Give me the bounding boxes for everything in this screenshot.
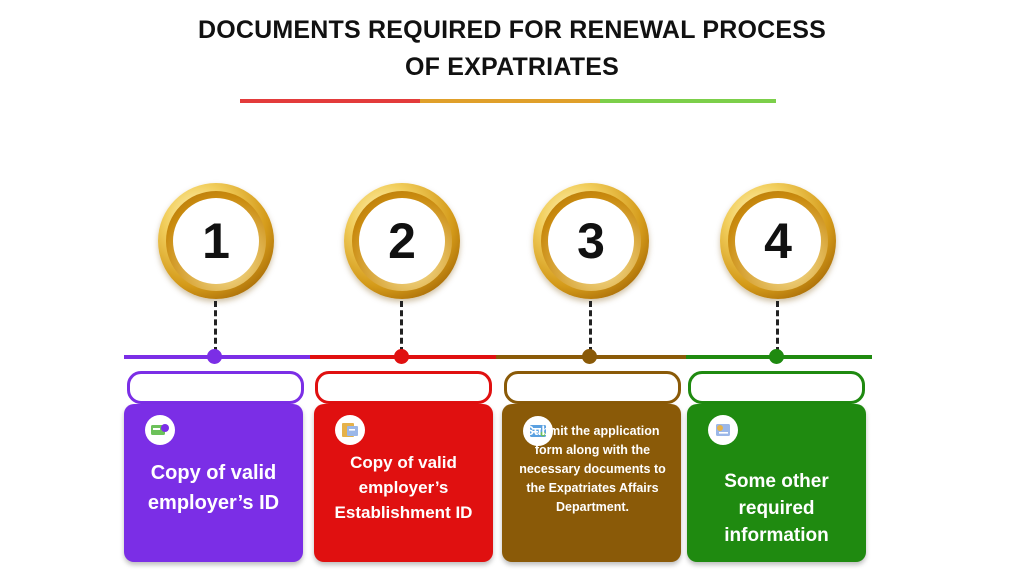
id-card-icon xyxy=(145,415,175,445)
step-1-label-pill xyxy=(127,371,304,404)
step-2-medal: 2 xyxy=(344,183,460,299)
step-4-card: Some other required information xyxy=(687,404,866,562)
step-3-text: Submit the application form along with t… xyxy=(519,424,666,514)
document-icon xyxy=(335,415,365,445)
timeline-dot-4 xyxy=(769,349,784,364)
step-4-connector xyxy=(776,301,779,353)
step-4-text: Some other required information xyxy=(724,471,829,546)
step-3-number: 3 xyxy=(548,198,634,284)
step-3-connector xyxy=(589,301,592,353)
step-2-number: 2 xyxy=(359,198,445,284)
title-line-2: OF EXPATRIATES xyxy=(405,53,619,81)
title-line-1: DOCUMENTS REQUIRED FOR RENEWAL PROCESS xyxy=(197,16,827,44)
step-1-text: Copy of valid employer’s ID xyxy=(147,462,280,514)
step-3-label-pill xyxy=(504,371,681,404)
step-3-medal: 3 xyxy=(533,183,649,299)
timeline-dot-1 xyxy=(207,349,222,364)
step-4-number: 4 xyxy=(735,198,821,284)
step-2-label-pill xyxy=(315,371,492,404)
title-underline-orange xyxy=(420,99,600,103)
title-underline-red xyxy=(240,99,420,103)
step-3-card: Submit the application form along with t… xyxy=(502,404,681,562)
form-icon xyxy=(523,416,553,446)
step-1-number: 1 xyxy=(173,198,259,284)
step-1-medal: 1 xyxy=(158,183,274,299)
info-globe-icon xyxy=(708,415,738,445)
step-1-connector xyxy=(214,301,217,353)
step-2-text: Copy of valid employer’s Establishment I… xyxy=(334,453,473,522)
timeline-dot-3 xyxy=(582,349,597,364)
step-2-card: Copy of valid employer’s Establishment I… xyxy=(314,404,493,562)
step-2-connector xyxy=(400,301,403,353)
step-1-card: Copy of valid employer’s ID xyxy=(124,404,303,562)
title-underline-green xyxy=(600,99,776,103)
page-title: DOCUMENTS REQUIRED FOR RENEWAL PROCESS O… xyxy=(0,12,1024,86)
timeline-dot-2 xyxy=(394,349,409,364)
step-4-medal: 4 xyxy=(720,183,836,299)
step-4-label-pill xyxy=(688,371,865,404)
